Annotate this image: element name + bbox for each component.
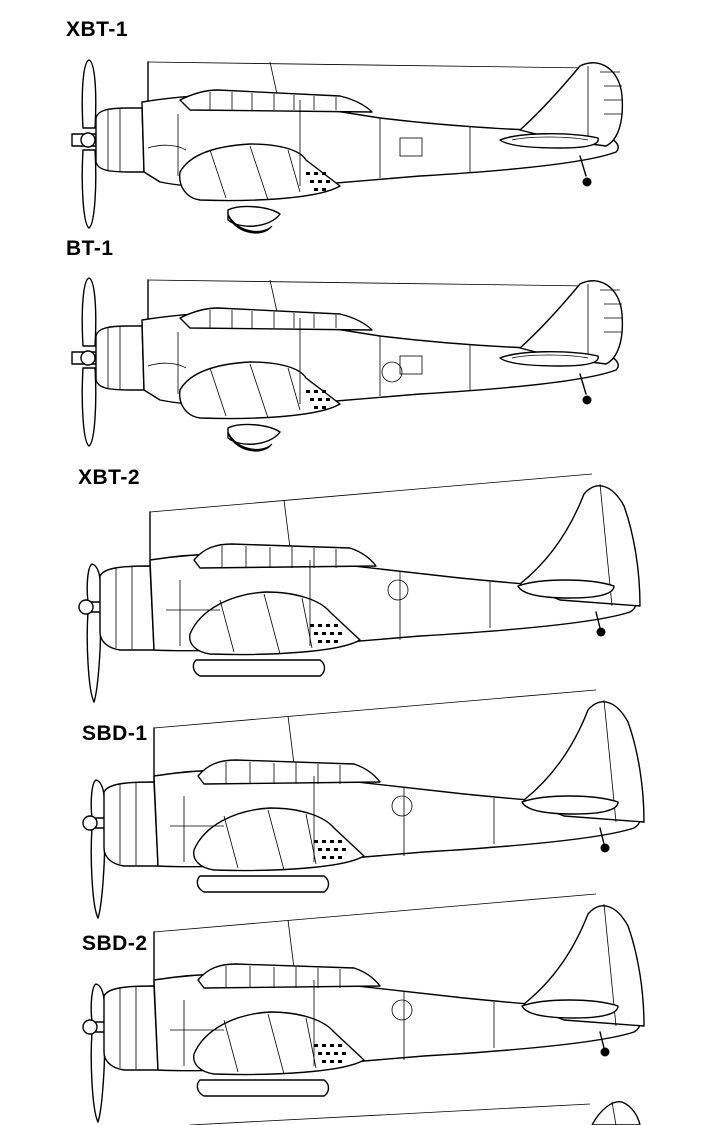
label-bt-1: BT-1 xyxy=(66,237,114,260)
aircraft-profile-sbd-1 xyxy=(82,689,645,919)
aircraft-profile-partial xyxy=(189,1101,641,1125)
aircraft-profile-bt-1 xyxy=(71,277,624,452)
label-xbt-2: XBT-2 xyxy=(78,466,141,489)
label-xbt-1: XBT-1 xyxy=(66,18,129,41)
aircraft-profile-xbt-1 xyxy=(71,59,624,234)
label-sbd-1: SBD-1 xyxy=(82,722,148,745)
aircraft-profile-xbt-2 xyxy=(78,473,641,703)
aircraft-profile-sbd-2 xyxy=(82,893,645,1123)
label-sbd-2: SBD-2 xyxy=(82,932,148,955)
